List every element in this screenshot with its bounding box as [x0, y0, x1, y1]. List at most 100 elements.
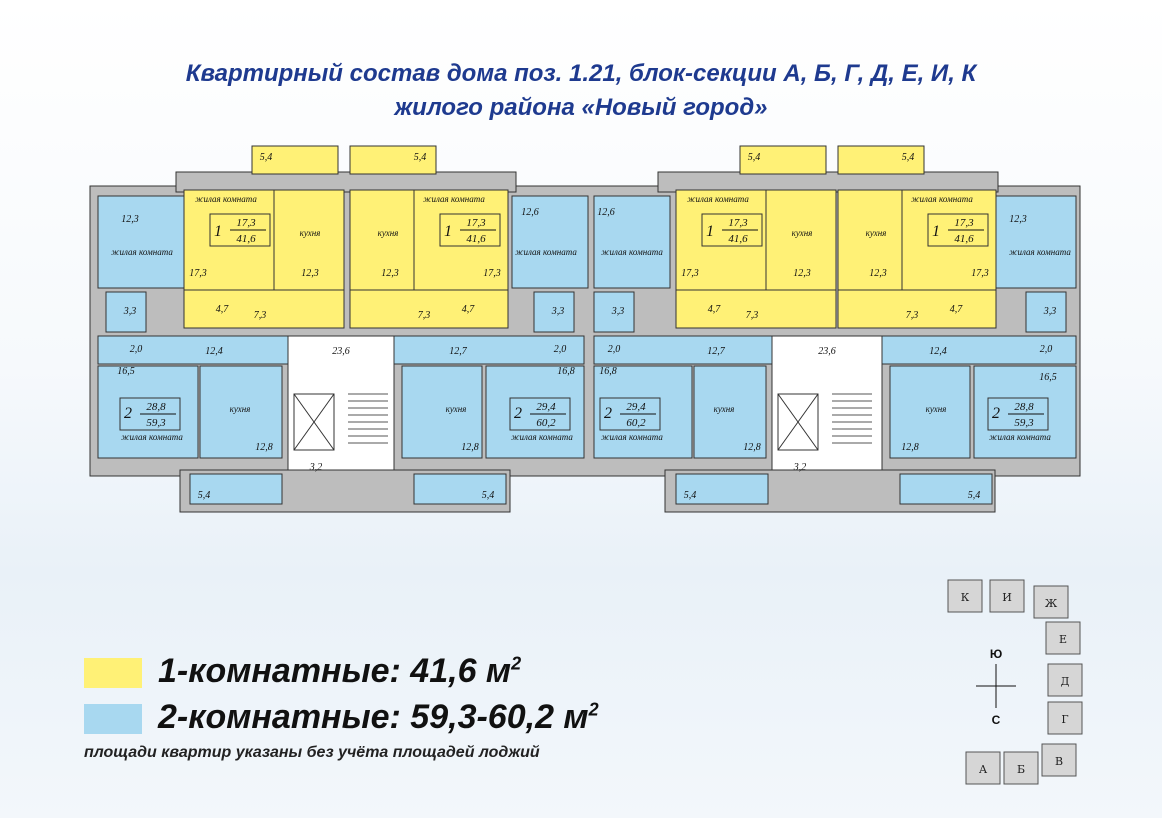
one-room-legend-sup: 2 [511, 653, 522, 674]
room-area: 16,5 [1039, 372, 1057, 383]
two-room-apartment [593, 195, 671, 289]
area-note: площади квартир указаны без учёта площад… [84, 744, 540, 761]
keymap-section [1041, 743, 1077, 777]
living-room-label: жилая комната [1009, 247, 1071, 257]
wall-top-a [175, 171, 517, 193]
living-room-label: жилая комната [989, 432, 1051, 442]
living-room-label: жилая комната [911, 194, 973, 204]
loggia-top [251, 145, 339, 175]
compass-s: С [992, 713, 1001, 727]
room-area: 16,8 [599, 366, 617, 377]
apartment-badge [439, 213, 501, 247]
two-room-legend-label: 2-комнатные: 59,3-60,2 м [158, 698, 589, 736]
keymap-section [1047, 701, 1083, 735]
hall-area: 23,6 [818, 346, 836, 357]
apartment-badge [701, 213, 763, 247]
room-area: 2,0 [130, 344, 143, 355]
corridor [97, 335, 289, 365]
loggia-bottom-area: 5,4 [198, 490, 211, 501]
room-area: 12,8 [901, 442, 919, 453]
two-room-apartment [995, 195, 1077, 289]
room-area: 3,3 [611, 306, 625, 317]
one-room-legend: 1-комнатные: 41,6 м2 [158, 652, 521, 691]
living-room-label: жилая комната [121, 432, 183, 442]
kitchen-label: кухня [792, 228, 813, 238]
keymap-section [947, 579, 983, 613]
loggia-top-area: 5,4 [748, 152, 761, 163]
apartment-rooms: 1 [444, 223, 452, 240]
apartment-living-area: 17,3 [954, 217, 974, 229]
apartment-total-area: 41,6 [236, 233, 256, 245]
two-room-apartment [97, 195, 185, 289]
room-area: 2,0 [554, 344, 567, 355]
keymap-section [1047, 663, 1083, 697]
living-room-label: жилая комната [111, 247, 173, 257]
apartment-badge [119, 397, 181, 431]
room-area: 12,4 [205, 346, 223, 357]
apartment-living-area: 17,3 [236, 217, 256, 229]
loggia-bottom-area: 5,4 [968, 490, 981, 501]
room-area: 17,3 [681, 268, 699, 279]
room-area: 12,3 [793, 268, 811, 279]
two-room-apartment [593, 365, 693, 459]
apartment-rooms: 2 [604, 405, 612, 422]
keymap-section-label: Ж [1045, 597, 1058, 610]
keymap-section-label: И [1002, 591, 1012, 604]
keymap-section-label: Д [1061, 675, 1070, 688]
apartment-badge [927, 213, 989, 247]
one-room-legend-label: 1-комнатные: 41,6 м [158, 652, 512, 690]
compass-n: Ю [990, 647, 1002, 661]
room-area: 12,6 [597, 207, 615, 218]
loggia-top-area: 5,4 [260, 152, 273, 163]
room-area: 12,3 [869, 268, 887, 279]
elevator-area: 3,2 [793, 462, 807, 473]
loggia-top [739, 145, 827, 175]
loggia-bottom-area: 5,4 [482, 490, 495, 501]
room-area: 12,3 [381, 268, 399, 279]
keymap-section-label: Е [1059, 633, 1067, 646]
apartment-badge [509, 397, 571, 431]
room-area: 7,3 [254, 310, 267, 321]
room-area: 4,7 [950, 304, 964, 315]
one-room-apartment [675, 189, 837, 329]
keymap-section [1003, 751, 1039, 785]
living-room-label: жилая комната [515, 247, 577, 257]
apartment-total-area: 41,6 [728, 233, 748, 245]
elevator-cross [293, 393, 335, 451]
two-room-apartment [97, 365, 199, 459]
two-room-apartment [199, 365, 283, 459]
one-room-apartment [837, 189, 997, 329]
two-room-apartment [973, 365, 1077, 459]
room-area: 2,0 [608, 344, 621, 355]
corridor [881, 335, 1077, 365]
room-area: 12,8 [255, 442, 273, 453]
two-room-apartment [401, 365, 483, 459]
kitchen-label: кухня [714, 404, 735, 414]
kitchen-label: кухня [926, 404, 947, 414]
room-area: 3,3 [551, 306, 565, 317]
room-area: 17,3 [971, 268, 989, 279]
room-area: 7,3 [418, 310, 431, 321]
keymap-section-label: А [979, 763, 988, 776]
apartment-badge [987, 397, 1049, 431]
room-area: 16,8 [557, 366, 575, 377]
loggia-top [837, 145, 925, 175]
keymap-section [1033, 585, 1069, 619]
room-area: 12,6 [521, 207, 539, 218]
one-room-apartment [349, 189, 509, 329]
living-room-label: жилая комната [511, 432, 573, 442]
apartment-living-area: 28,8 [1014, 401, 1034, 413]
two-room-legend: 2-комнатные: 59,3-60,2 м2 [158, 698, 599, 737]
corridor [393, 335, 585, 365]
room-area: 2,0 [1040, 344, 1053, 355]
room-area: 12,7 [707, 346, 726, 357]
bathroom [593, 291, 635, 333]
kitchen-label: кухня [378, 228, 399, 238]
room-area: 7,3 [746, 310, 759, 321]
keymap-section [965, 751, 1001, 785]
apartment-living-area: 29,4 [536, 401, 556, 413]
apartment-living-area: 28,8 [146, 401, 166, 413]
apartment-total-area: 60,2 [536, 417, 556, 429]
